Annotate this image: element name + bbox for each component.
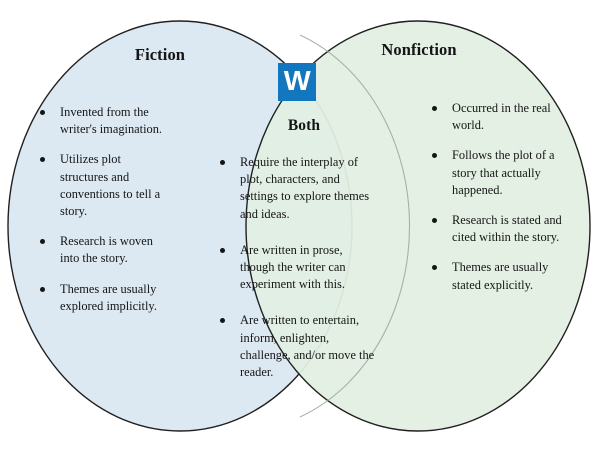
list-item-text: Follows the plot of a story that actuall… (452, 148, 555, 197)
nonfiction-circle (245, 20, 591, 432)
fiction-heading: Fiction (134, 45, 186, 64)
bullet-dot-icon (432, 218, 437, 224)
list-item-text: Occurred in the real world. (452, 101, 551, 133)
list-item-text: Research is stated and cited within the … (452, 213, 562, 245)
bullet-dot-icon (220, 318, 225, 324)
list-item-text: Research is woven into the story. (60, 234, 153, 266)
bullet-dot-icon (40, 157, 45, 163)
list-item: Require the interplay of plot, character… (218, 154, 378, 223)
list-item: Occurred in the real world. (430, 100, 572, 134)
both-heading: Both (287, 117, 321, 134)
w-logo-letter: W (283, 65, 311, 96)
both-bullet-list: Require the interplay of plot, character… (218, 154, 378, 400)
list-item: Research is woven into the story. (38, 233, 170, 267)
list-item: Invented from the writer's imagination. (38, 104, 170, 138)
bullet-dot-icon (220, 160, 225, 165)
nonfiction-bullet-list: Occurred in the real world. Follows the … (430, 100, 572, 294)
fiction-circle-inner-arc (299, 34, 411, 418)
list-item: Are written in prose, though the writer … (218, 242, 378, 294)
list-item-text: Themes are usually stated explicitly. (452, 260, 549, 292)
bullet-dot-icon (40, 110, 45, 115)
list-item: Themes are usually explored implicitly. (38, 281, 170, 315)
list-item: Follows the plot of a story that actuall… (430, 147, 572, 199)
list-item-text: Invented from the writer's imagination. (60, 105, 163, 137)
list-item: Research is stated and cited within the … (430, 212, 572, 246)
list-item-text: Are written to entertain, inform, enligh… (240, 313, 375, 380)
list-item: Themes are usually stated explicitly. (430, 259, 572, 293)
bullet-dot-icon (40, 239, 45, 245)
list-item-text: Utilizes plot structures and conventions… (60, 152, 161, 219)
list-item-text: Require the interplay of plot, character… (240, 155, 370, 221)
fiction-bullet-list: Invented from the writer's imagination. … (38, 104, 170, 315)
list-item-text: Are written in prose, though the writer … (240, 242, 346, 292)
nonfiction-heading: Nonfiction (381, 40, 457, 59)
bullet-dot-icon (432, 106, 437, 111)
list-item-text: Themes are usually explored implicitly. (60, 281, 157, 313)
bullet-dot-icon (432, 153, 437, 159)
w-logo-icon: W (278, 63, 316, 101)
bullet-dot-icon (432, 265, 437, 271)
bullet-dot-icon (220, 247, 225, 253)
bullet-dot-icon (40, 286, 45, 292)
list-item: Are written to entertain, inform, enligh… (218, 312, 378, 381)
list-item: Utilizes plot structures and conventions… (38, 151, 170, 220)
